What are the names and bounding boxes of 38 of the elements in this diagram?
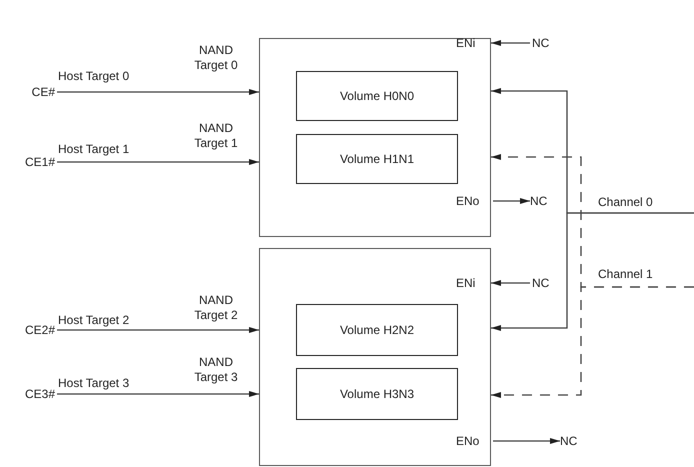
connector (491, 40, 530, 46)
edge-label: Channel 1 (597, 267, 654, 281)
pin-label: ENi (456, 276, 476, 290)
package-box (259, 38, 491, 237)
volume-box: Volume H1N1 (296, 134, 458, 184)
volume-box: Volume H0N0 (296, 71, 458, 121)
connector (57, 89, 259, 95)
signal-label: CE2# (24, 323, 55, 337)
package-box (259, 248, 491, 466)
connector (491, 280, 530, 286)
edge-label: Host Target 0 (57, 69, 130, 83)
target-label: NAND Target 3 (193, 355, 239, 385)
signal-label: NC (532, 36, 550, 50)
pin-label: ENo (456, 434, 480, 448)
target-label: NAND Target 0 (193, 43, 239, 73)
signal-label: NC (530, 194, 548, 208)
connector (57, 327, 259, 333)
connector (493, 198, 530, 204)
signal-label: CE1# (24, 155, 55, 169)
target-label: NAND Target 2 (193, 293, 239, 323)
connector (57, 159, 259, 165)
connector (493, 438, 560, 444)
signal-label: NC (532, 276, 550, 290)
volume-box: Volume H3N3 (296, 368, 458, 420)
edge-label: Channel 0 (597, 195, 654, 209)
pin-label: ENo (456, 194, 480, 208)
signal-label: NC (560, 434, 578, 448)
dashed-connector (491, 286, 694, 398)
signal-label: CE# (32, 85, 55, 99)
connector (491, 212, 694, 331)
edge-label: Host Target 2 (57, 313, 130, 327)
edge-label: Host Target 1 (57, 142, 130, 156)
volume-box: Volume H2N2 (296, 304, 458, 356)
pin-label: ENi (456, 36, 476, 50)
target-label: NAND Target 1 (193, 121, 239, 151)
edge-label: Host Target 3 (57, 376, 130, 390)
connector (57, 391, 259, 397)
signal-label: CE3# (24, 387, 55, 401)
